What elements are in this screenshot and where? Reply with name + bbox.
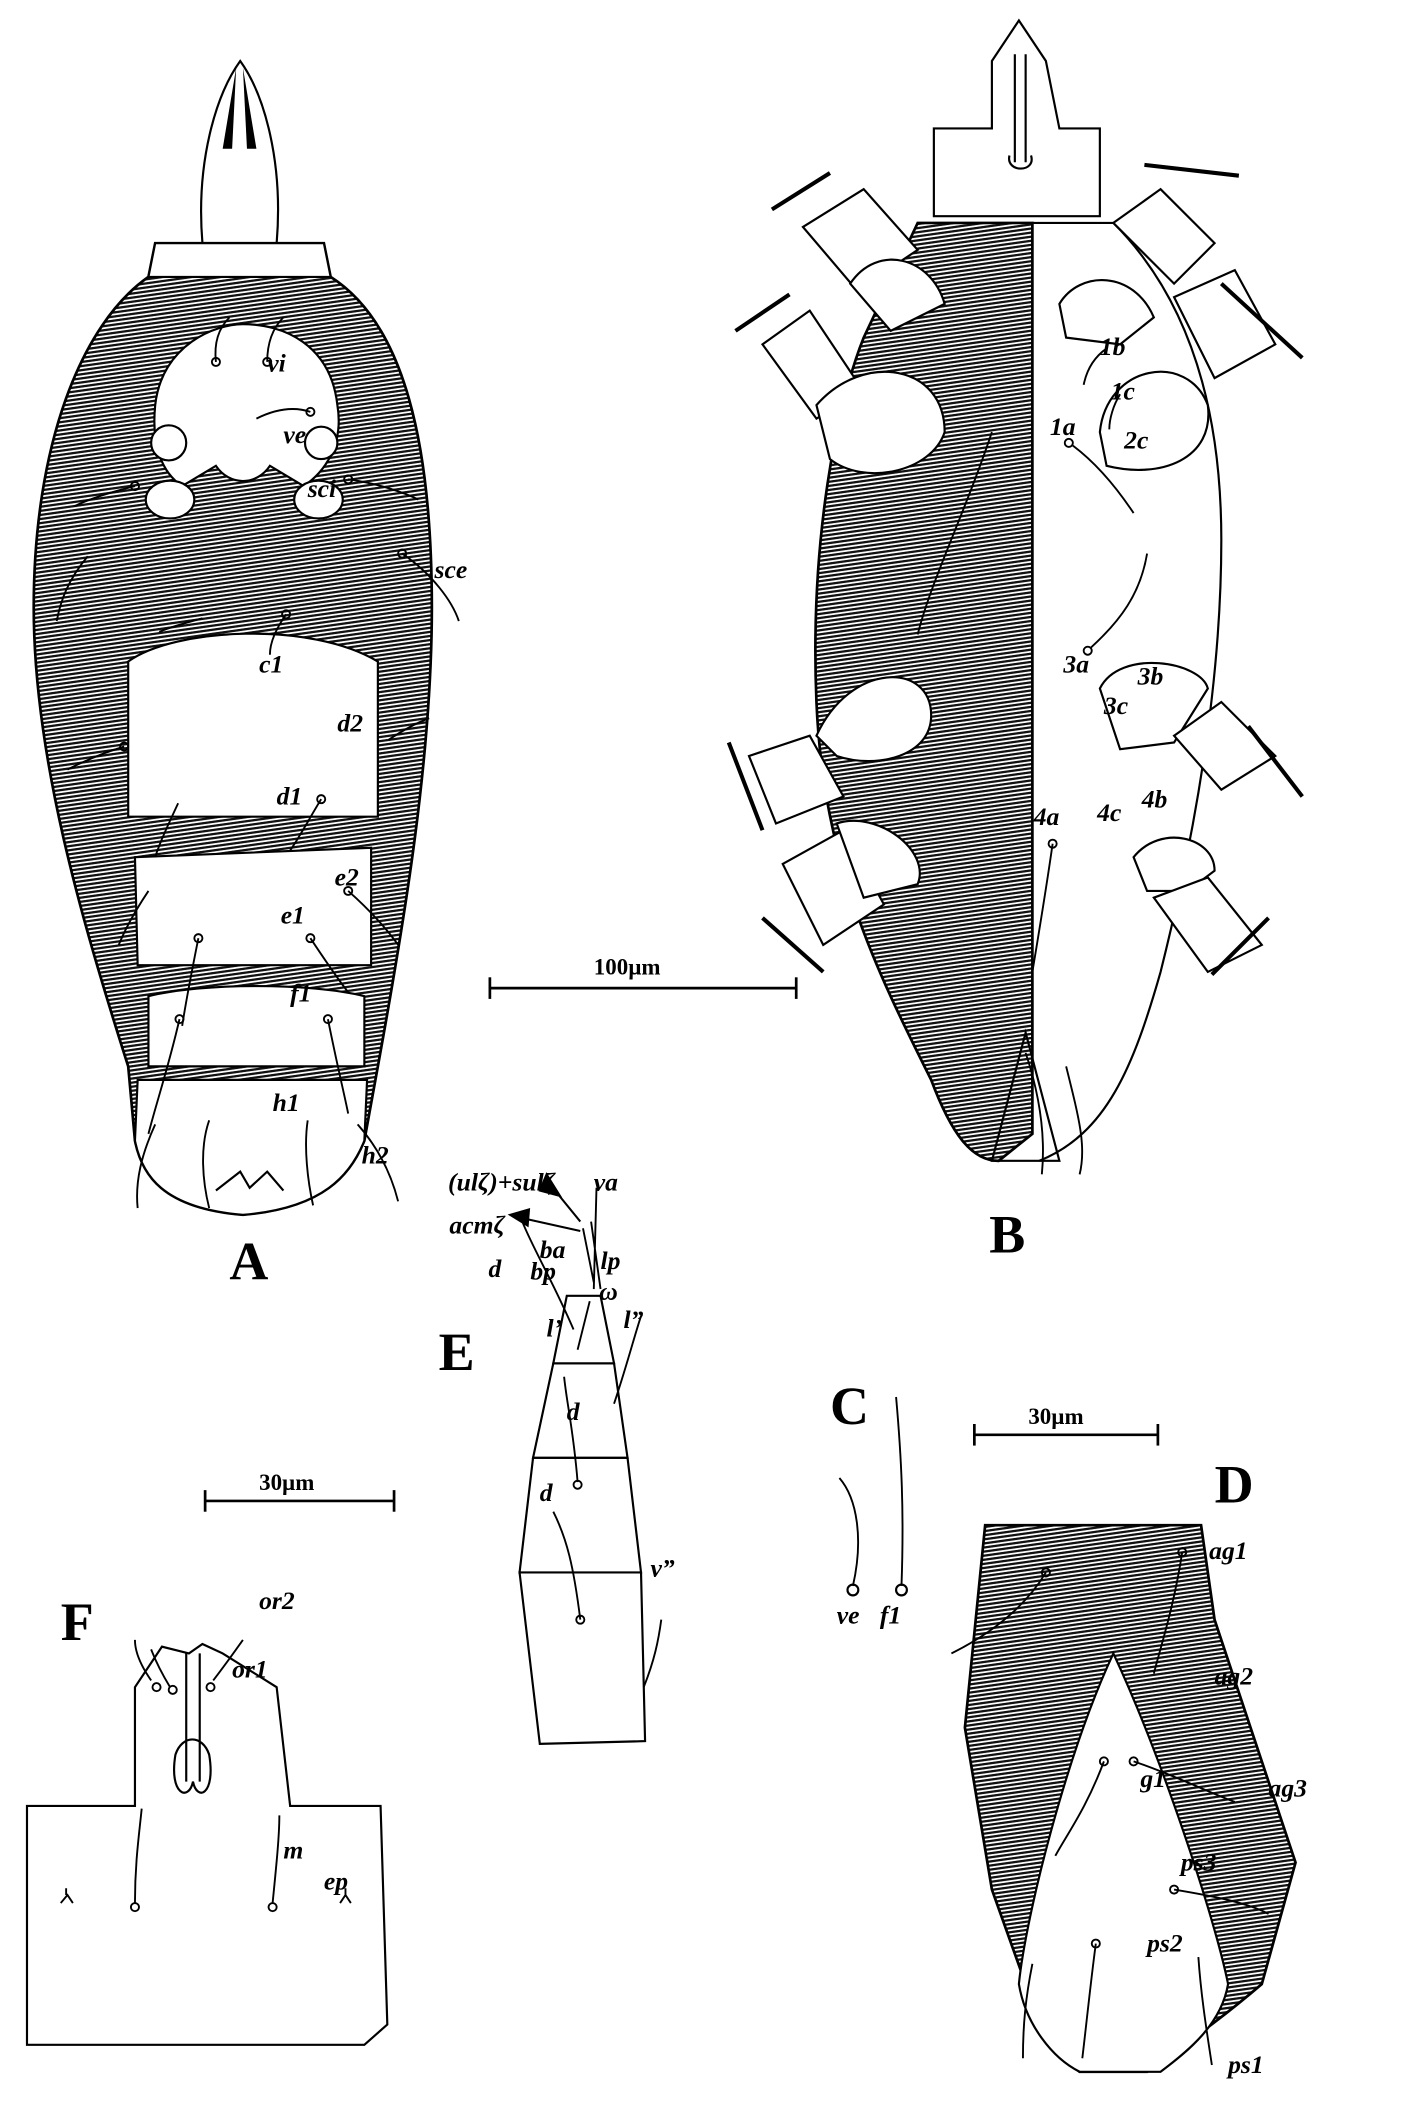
label-ve: ve: [283, 420, 306, 449]
panel-e-palp: (ulζ)+sulζ va acmζ ba d bp lp ω l’ l” d …: [439, 1168, 675, 1745]
label-v-double-prime: v”: [650, 1553, 674, 1582]
gnathosoma-base: [147, 242, 332, 278]
panel-letter-c: C: [830, 1376, 869, 1436]
label-1c: 1c: [1111, 377, 1135, 406]
panel-a-dorsal-view: [32, 59, 460, 1217]
panel-letter-e: E: [439, 1322, 475, 1382]
label-or1: or1: [232, 1655, 268, 1684]
label-h1: h1: [273, 1088, 300, 1117]
label-e2: e2: [335, 863, 359, 892]
dorsal-plate-c: [127, 632, 379, 818]
eye: [293, 479, 344, 520]
panel-b-ventral-view: [726, 18, 1304, 1175]
label-1a: 1a: [1050, 412, 1076, 441]
label-vi: vi: [267, 348, 286, 377]
label-l-prime: l’: [547, 1313, 563, 1342]
scale-bar-30um-f: 30µm: [203, 1470, 396, 1512]
eye: [144, 479, 196, 520]
label-4b: 4b: [1141, 784, 1168, 813]
label-ba: ba: [540, 1235, 566, 1264]
scale-label: 30µm: [259, 1470, 314, 1495]
scale-label: 30µm: [1028, 1404, 1083, 1429]
label-3b: 3b: [1137, 661, 1164, 690]
label-omega: ω: [599, 1277, 618, 1306]
eye: [303, 425, 339, 461]
label-4c: 4c: [1096, 798, 1121, 827]
label-d: d: [567, 1397, 581, 1426]
label-d2: d2: [337, 709, 363, 738]
label-va: va: [594, 1168, 618, 1197]
label-e1: e1: [281, 900, 305, 929]
label-1b: 1b: [1100, 332, 1126, 361]
label-ulz-sulz: (ulζ)+sulζ: [448, 1168, 557, 1197]
anal-notch: [215, 1170, 285, 1192]
label-d1: d1: [277, 782, 303, 811]
panel-c-setae: ve f1 C: [830, 1376, 908, 1630]
chelicera-tips: [222, 67, 257, 149]
setae: [916, 347, 1149, 1175]
label-f1: f1: [880, 1601, 901, 1630]
label-2c: 2c: [1123, 425, 1148, 454]
label-c1: c1: [259, 649, 283, 678]
label-sce: sce: [434, 555, 468, 584]
label-d: d: [489, 1254, 503, 1283]
panel-b-labels: 1b 1c 1a 2c 3a 3b 3c 4a 4b 4c B: [989, 332, 1167, 1264]
label-3c: 3c: [1103, 691, 1128, 720]
palp-segment: [531, 1362, 629, 1459]
palp-stylet: [1008, 54, 1033, 170]
label-ps1: ps1: [1226, 2050, 1264, 2079]
label-ps3: ps3: [1179, 1848, 1217, 1877]
opisthosoma-tip: [133, 1078, 369, 1216]
eye: [150, 424, 188, 462]
label-ps2: ps2: [1145, 1929, 1183, 1958]
palp-segment: [518, 1456, 643, 1574]
palp-tarsus: [551, 1294, 616, 1365]
label-4a: 4a: [1033, 802, 1060, 831]
label-bp: bp: [530, 1257, 556, 1286]
scale-bar-30um-d: 30µm: [973, 1404, 1160, 1446]
panel-d-anogenital-region: ag1 ag2 g1 ag3 ps3 ps2 ps1 D: [950, 1454, 1308, 2079]
chelicera: [200, 59, 280, 245]
label-acmz: acmζ: [449, 1211, 506, 1240]
label-3a: 3a: [1062, 649, 1089, 678]
label-ag2: ag2: [1215, 1661, 1254, 1690]
panel-f-gnathosoma: or2 or1 m ep F: [25, 1586, 389, 2046]
palp-segment: [518, 1571, 647, 1745]
panel-a-labels: vi ve sci sce c1 d2 d1 e2 e1 f1 h1 h2 A: [229, 348, 467, 1291]
panel-letter-d: D: [1215, 1454, 1254, 1514]
panel-letter-a: A: [229, 1232, 268, 1292]
label-d: d: [540, 1478, 554, 1507]
label-ag3: ag3: [1269, 1773, 1308, 1802]
label-f1: f1: [290, 979, 311, 1008]
scale-label: 100µm: [594, 955, 661, 980]
panel-letter-f: F: [61, 1592, 94, 1652]
arrow-icon: [507, 1208, 581, 1233]
label-ag1: ag1: [1209, 1536, 1247, 1565]
label-h2: h2: [362, 1141, 389, 1170]
label-g1: g1: [1139, 1764, 1166, 1793]
label-m: m: [283, 1836, 303, 1865]
setae: [55, 316, 460, 1209]
label-lp: lp: [601, 1246, 621, 1275]
dorsal-plate-e: [147, 985, 366, 1068]
panel-letter-b: B: [989, 1205, 1025, 1265]
legs: [726, 162, 1304, 977]
label-l-double-prime: l”: [623, 1305, 643, 1334]
label-or2: or2: [259, 1586, 295, 1615]
arrow-icon: [538, 1172, 582, 1223]
prodorsal-shield: [153, 323, 340, 488]
scale-bar-100um: 100µm: [488, 955, 798, 999]
gnathosoma: [932, 18, 1101, 218]
label-ve: ve: [837, 1601, 860, 1630]
anal-region: [990, 1028, 1061, 1162]
label-ep: ep: [324, 1867, 348, 1896]
label-sci: sci: [307, 474, 336, 503]
